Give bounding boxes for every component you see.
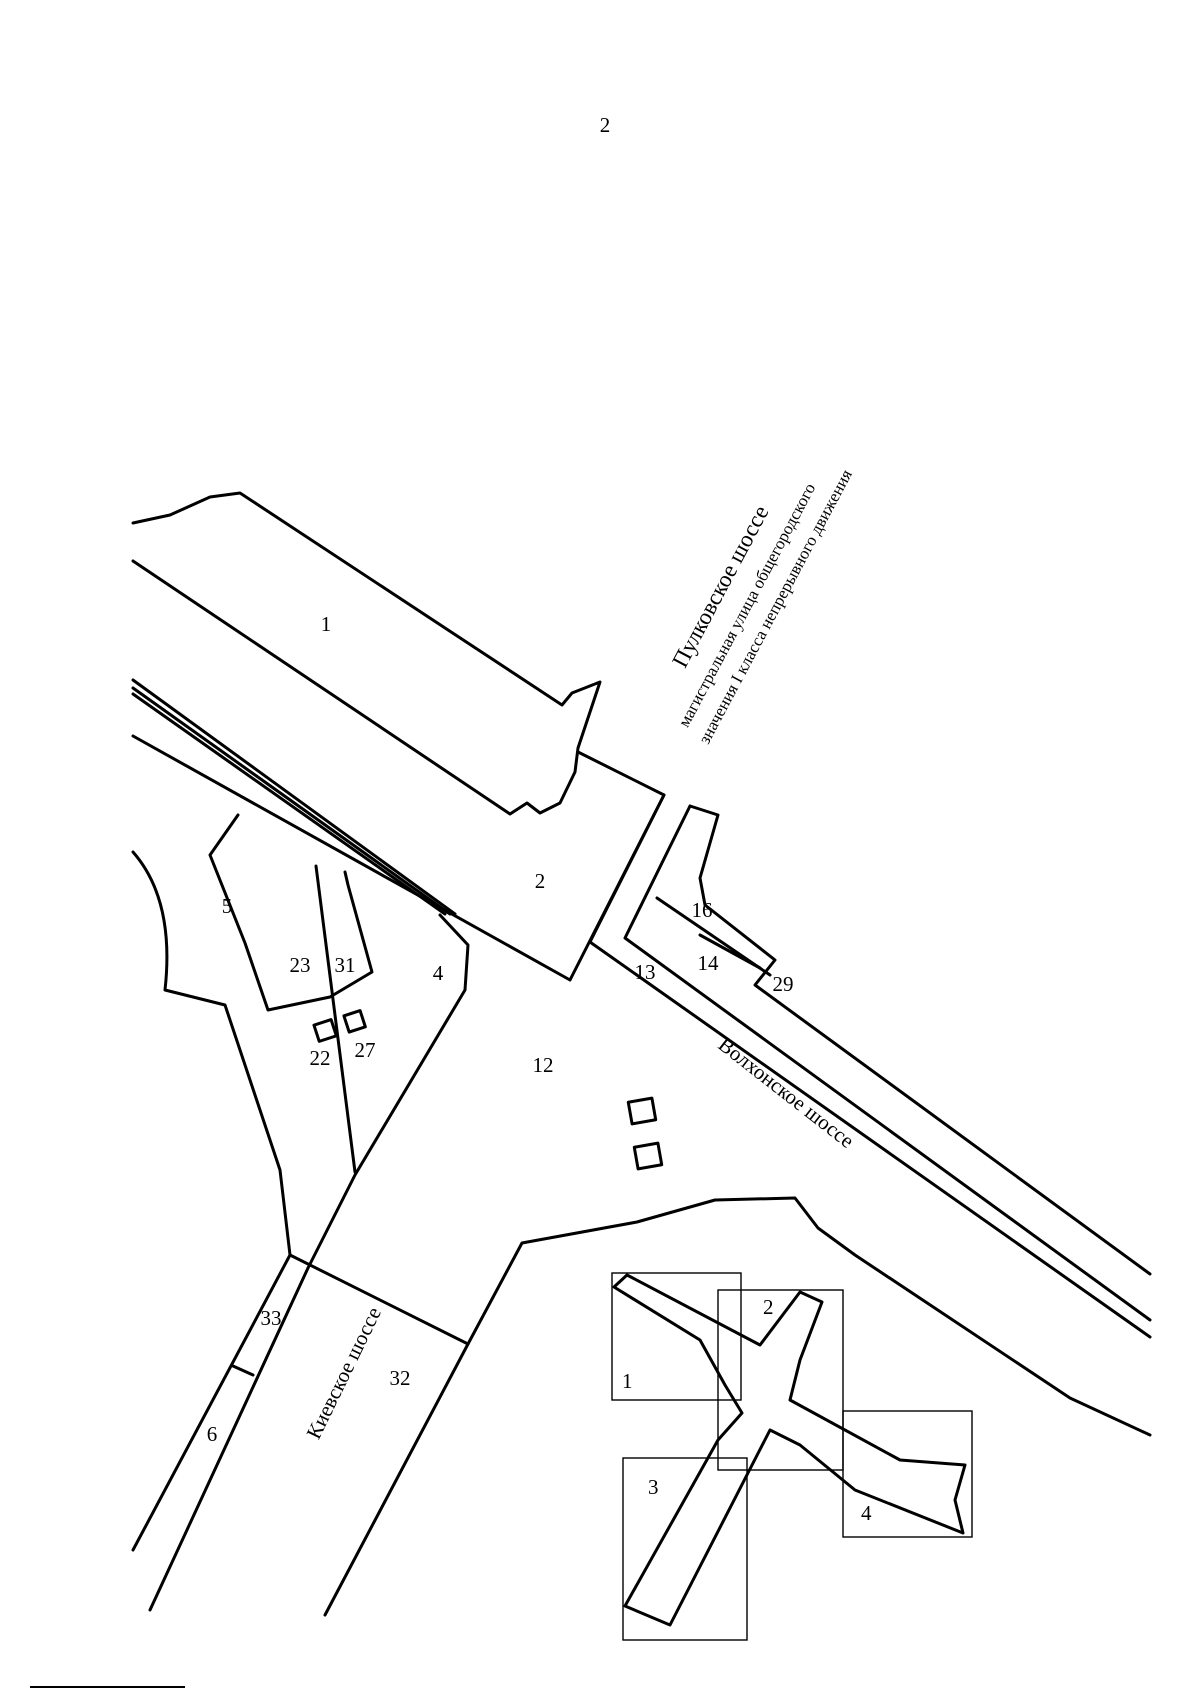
parcel-label-6: 6 — [207, 1422, 218, 1446]
kievskoe-edge-2 — [231, 1364, 255, 1377]
parcel-label-12: 12 — [533, 1053, 554, 1077]
kievskoe-edge-1 — [288, 1253, 470, 1346]
parcel-label-1: 1 — [321, 612, 332, 636]
rail-line-b — [131, 686, 452, 916]
parcel-label-13: 13 — [635, 960, 656, 984]
parcel-label-16: 16 — [692, 898, 713, 922]
sheet-index-label-1: 1 — [622, 1369, 633, 1393]
parcel-label-31: 31 — [335, 953, 356, 977]
kievskoe-edge-3 — [148, 1266, 310, 1612]
parcel-29-mark — [698, 933, 762, 970]
sheet-index-label-2: 2 — [763, 1295, 774, 1319]
sheet-index-label-3: 3 — [648, 1475, 659, 1499]
building-27 — [342, 1009, 367, 1034]
parcel-label-33: 33 — [261, 1306, 282, 1330]
parcel-4-boundary — [306, 913, 470, 1270]
parcel-left-boundary — [131, 850, 292, 1552]
page-number: 2 — [600, 113, 611, 137]
kievskoe-edge-4 — [323, 1342, 470, 1617]
rail-line-a — [131, 678, 457, 916]
parcel-label-4: 4 — [433, 961, 444, 985]
parcel-boundaries — [131, 491, 1152, 1617]
parcel-label-27: 27 — [355, 1038, 376, 1062]
parcel-1-boundary — [131, 491, 602, 816]
parcel-12-lower-boundary — [466, 1196, 1152, 1437]
sheet-index-label-4: 4 — [861, 1501, 872, 1525]
parcel-labels: 1 2 4 5 6 12 13 14 16 22 23 27 29 31 32 … — [207, 612, 794, 1446]
rail-line-c — [131, 692, 447, 916]
volkhonskoe-edge-3 — [688, 804, 1152, 1276]
sheet-index-frame-4 — [842, 1410, 973, 1538]
sheet-index-diagram: 1 2 3 4 — [611, 1272, 973, 1641]
building-12b — [632, 1141, 664, 1171]
parcel-label-22: 22 — [310, 1046, 331, 1070]
sheet-index-frame-2 — [717, 1289, 844, 1471]
volkhonskoe-edge-2 — [623, 804, 1152, 1322]
building-12a — [626, 1096, 658, 1126]
building-22 — [312, 1018, 338, 1043]
parcel-5-boundary — [208, 813, 374, 1012]
volkhonskoe-edge-1 — [588, 793, 1152, 1339]
sheet-index-outline — [612, 1273, 967, 1627]
sheet-index-frame-3 — [622, 1457, 748, 1641]
parcel-label-14: 14 — [698, 951, 720, 975]
parcel-label-23: 23 — [290, 953, 311, 977]
parcel-23-31-divider — [314, 864, 357, 1174]
parcel-label-29: 29 — [773, 972, 794, 996]
parcel-label-5: 5 — [222, 894, 233, 918]
parcel-label-32: 32 — [390, 1366, 411, 1390]
parcel-label-2: 2 — [535, 869, 546, 893]
kievskoe-road-name: Киевское шоссе — [301, 1303, 386, 1443]
